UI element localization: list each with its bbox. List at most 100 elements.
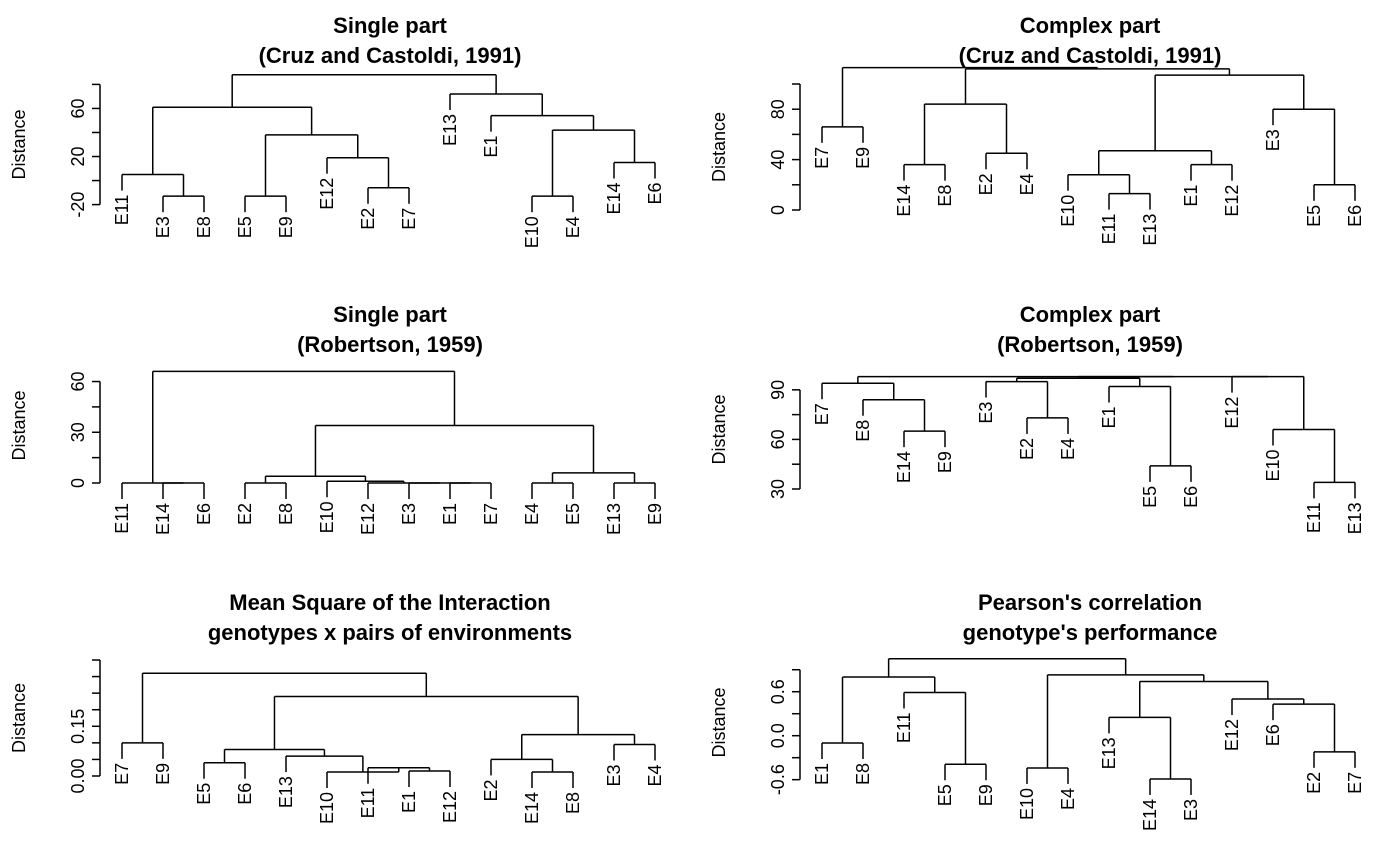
leaf-label: E9 <box>853 147 873 169</box>
leaf-label: E10 <box>1017 788 1037 820</box>
leaf-label: E1 <box>812 763 832 785</box>
chart-title-line-1: Single part <box>333 302 447 327</box>
y-tick-label: 20 <box>68 147 88 167</box>
leaf-label: E11 <box>894 712 914 743</box>
dendrogram-panel-5: Mean Square of the Interaction genotypes … <box>9 590 665 824</box>
leaf-label: E11 <box>112 195 132 226</box>
leaf-label: E7 <box>399 208 419 230</box>
leaf-label: E2 <box>1017 438 1037 460</box>
leaf-label: E7 <box>812 403 832 425</box>
leaf-label: E3 <box>1181 799 1201 821</box>
dendrogram-panel-3: Single part(Robertson, 1959)Distance0306… <box>9 302 665 535</box>
leaf-label: E4 <box>563 216 583 238</box>
leaf-label: E5 <box>194 783 214 805</box>
leaf-label: E13 <box>604 503 624 535</box>
leaf-label: E6 <box>1263 724 1283 746</box>
leaf-label: E2 <box>358 208 378 230</box>
leaf-label: E14 <box>894 185 914 217</box>
leaf-label: E6 <box>1181 486 1201 508</box>
leaf-label: E2 <box>235 503 255 525</box>
leaf-label: E11 <box>1304 502 1324 533</box>
y-tick-label: 0 <box>68 478 88 488</box>
leaf-label: E9 <box>276 216 296 238</box>
leaf-label: E7 <box>1345 772 1365 794</box>
leaf-label: E3 <box>399 503 419 525</box>
leaf-label: E6 <box>1345 205 1365 227</box>
dendrogram-panel-1: Single part(Cruz and Castoldi, 1991)Dist… <box>9 13 665 248</box>
y-tick-label: 0.0 <box>768 723 788 748</box>
chart-title-line-1: Mean Square of the Interaction <box>229 590 551 615</box>
leaf-label: E12 <box>317 178 337 210</box>
chart-title-line-1: Single part <box>333 13 447 38</box>
leaf-label: E9 <box>645 503 665 525</box>
leaf-label: E8 <box>563 792 583 814</box>
leaf-label: E10 <box>317 792 337 824</box>
leaf-label: E4 <box>1017 173 1037 195</box>
chart-title-line-2: (Robertson, 1959) <box>997 332 1183 357</box>
leaf-label: E1 <box>440 503 460 525</box>
y-axis-title: Distance <box>709 394 729 464</box>
leaf-label: E4 <box>522 503 542 525</box>
leaf-label: E8 <box>853 420 873 442</box>
chart-title-line-1: Complex part <box>1020 302 1161 327</box>
leaf-label: E13 <box>276 776 296 808</box>
leaf-label: E10 <box>1058 195 1078 227</box>
leaf-label: E6 <box>194 503 214 525</box>
leaf-label: E5 <box>235 216 255 238</box>
chart-title-line-2: genotype's performance <box>963 620 1218 645</box>
y-tick-label: 0 <box>768 205 788 215</box>
y-tick-label: 60 <box>768 429 788 449</box>
leaf-label: E3 <box>604 765 624 787</box>
y-tick-label: 80 <box>768 99 788 119</box>
y-tick-label: 60 <box>68 98 88 118</box>
y-axis-title: Distance <box>9 390 29 460</box>
leaf-label: E7 <box>112 763 132 785</box>
chart-title-line-2: genotypes x pairs of environments <box>208 620 572 645</box>
leaf-label: E4 <box>1058 438 1078 460</box>
leaf-label: E3 <box>976 402 996 424</box>
leaf-label: E5 <box>563 503 583 525</box>
y-axis-title: Distance <box>9 109 29 179</box>
leaf-label: E9 <box>935 451 955 473</box>
y-axis-title: Distance <box>9 683 29 753</box>
leaf-label: E4 <box>1058 788 1078 810</box>
chart-title-line-1: Pearson's correlation <box>978 590 1202 615</box>
y-tick-label: 90 <box>768 380 788 400</box>
leaf-label: E14 <box>522 792 542 824</box>
leaf-label: E10 <box>522 216 542 248</box>
dendrogram-panel-2: Complex part(Cruz and Castoldi, 1991)Dis… <box>709 13 1365 246</box>
y-tick-label: 60 <box>68 372 88 392</box>
leaf-label: E14 <box>153 503 173 535</box>
leaf-label: E8 <box>194 216 214 238</box>
leaf-label: E11 <box>358 788 378 819</box>
leaf-label: E3 <box>153 216 173 238</box>
leaf-label: E14 <box>1140 799 1160 831</box>
leaf-label: E12 <box>1222 719 1242 751</box>
leaf-label: E9 <box>976 784 996 806</box>
y-axis-title: Distance <box>709 687 729 757</box>
leaf-label: E7 <box>481 503 501 525</box>
y-tick-label: 40 <box>768 150 788 170</box>
leaf-label: E10 <box>317 501 337 533</box>
leaf-label: E8 <box>935 185 955 207</box>
leaf-label: E2 <box>976 173 996 195</box>
leaf-label: E2 <box>1304 772 1324 794</box>
y-tick-label: -0.6 <box>768 764 788 795</box>
leaf-label: E1 <box>1181 185 1201 207</box>
leaf-label: E13 <box>440 114 460 146</box>
leaf-label: E7 <box>812 147 832 169</box>
y-tick-label: -20 <box>68 192 88 218</box>
chart-title-line-1: Complex part <box>1020 13 1161 38</box>
y-tick-label: 30 <box>68 422 88 442</box>
leaf-label: E12 <box>1222 397 1242 429</box>
leaf-label: E1 <box>399 791 419 813</box>
leaf-label: E11 <box>1099 214 1119 245</box>
leaf-label: E12 <box>1222 185 1242 217</box>
leaf-label: E1 <box>481 136 501 158</box>
leaf-label: E14 <box>894 451 914 483</box>
leaf-label: E14 <box>604 183 624 215</box>
y-tick-label: 0.15 <box>68 709 88 744</box>
leaf-label: E6 <box>645 183 665 205</box>
leaf-label: E13 <box>1099 737 1119 769</box>
